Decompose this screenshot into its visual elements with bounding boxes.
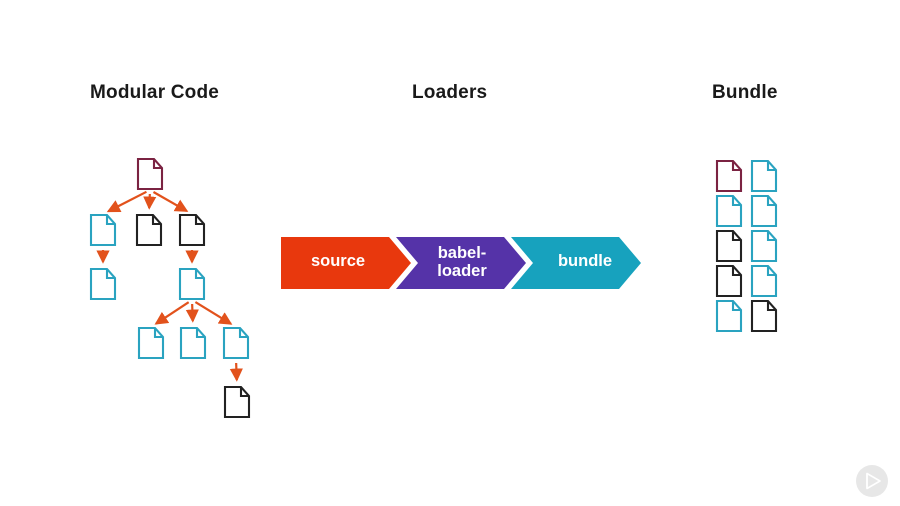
tree-file-n5 xyxy=(178,267,206,301)
heading-bundle: Bundle xyxy=(712,82,778,103)
bundle-file-4 xyxy=(715,229,743,263)
bundle-file-8 xyxy=(715,299,743,333)
tree-edge-arrow xyxy=(154,301,190,325)
pipeline-shapes xyxy=(281,237,641,289)
heading-loaders: Loaders xyxy=(412,82,488,103)
tree-file-n1 xyxy=(89,213,117,247)
tree-edges xyxy=(96,190,243,382)
tree-file-n2 xyxy=(135,213,163,247)
tree-edge-arrow xyxy=(229,362,243,382)
pipeline-chevron-source xyxy=(281,237,411,289)
tree-edge-arrow xyxy=(185,303,199,323)
tree-file-n3 xyxy=(178,213,206,247)
bundle-file-0 xyxy=(715,159,743,193)
pipeline-chevron-babel-loader xyxy=(396,237,526,289)
pipeline-chevron-bundle xyxy=(511,237,641,289)
tree-file-n8 xyxy=(222,326,250,360)
bundle-file-9 xyxy=(750,299,778,333)
tree-file-n9 xyxy=(223,385,251,419)
tree-file-n4 xyxy=(89,267,117,301)
tree-file-n6 xyxy=(137,326,165,360)
tree-file-n0 xyxy=(136,157,164,191)
play-circle-icon xyxy=(856,465,888,497)
tree-nodes xyxy=(89,157,251,419)
heading-modular-code: Modular Code xyxy=(90,82,220,103)
tree-file-n7 xyxy=(179,326,207,360)
tree-edge-arrow xyxy=(106,190,147,213)
tree-edge-arrow xyxy=(194,301,233,325)
bundle-file-7 xyxy=(750,264,778,298)
bundle-file-2 xyxy=(715,194,743,228)
bundle-file-3 xyxy=(750,194,778,228)
tree-edge-arrow xyxy=(152,191,189,212)
bundle-file-5 xyxy=(750,229,778,263)
bundle-file-1 xyxy=(750,159,778,193)
bundle-file-6 xyxy=(715,264,743,298)
tree-edge-arrow xyxy=(143,193,157,210)
